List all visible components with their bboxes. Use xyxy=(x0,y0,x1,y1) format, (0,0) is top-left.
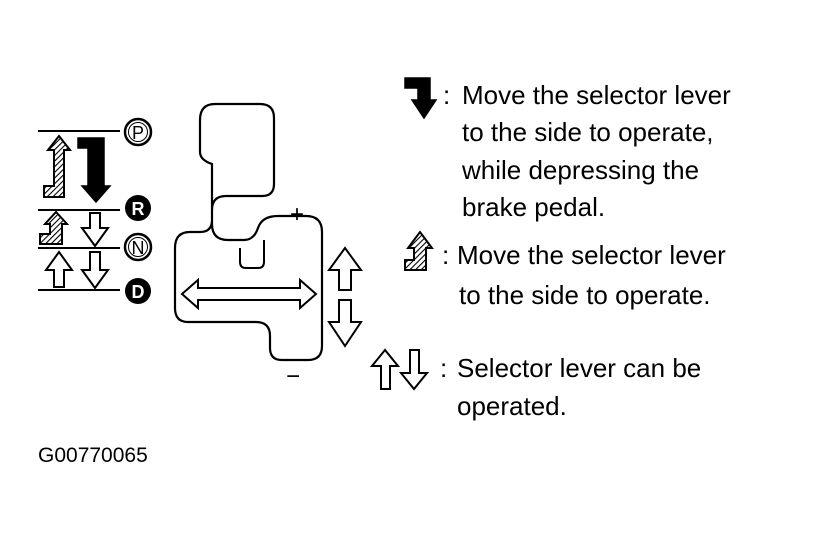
manual-minus-sign: − xyxy=(286,363,300,390)
legend-2-line-1: Move the selector lever xyxy=(457,240,726,270)
position-badge-r: R xyxy=(125,195,151,221)
position-label-r: R xyxy=(132,199,145,219)
position-badge-p: P xyxy=(123,117,153,147)
outline-up-arrow-icon xyxy=(44,250,74,288)
legend-3-line-2: operated. xyxy=(457,391,567,421)
manual-plus-sign: + xyxy=(290,201,304,228)
manual-up-arrow-icon xyxy=(327,246,363,291)
position-label-d: D xyxy=(132,282,145,302)
legend-3-line-1: Selector lever can be xyxy=(457,353,702,383)
figure-id: G00770065 xyxy=(38,444,148,467)
legend-1-line-2: to the side to operate, xyxy=(462,117,714,147)
hatched-bent-up-arrow-icon xyxy=(39,210,70,245)
legend-1-colon: : xyxy=(443,80,451,110)
outline-down-arrow-icon xyxy=(80,251,110,290)
legend-hatched-bent-up-arrow-icon xyxy=(404,230,434,271)
hatched-bent-up-arrow-icon xyxy=(43,134,73,198)
position-label-n: N xyxy=(132,238,145,258)
position-label-p: P xyxy=(132,123,144,143)
legend-1-line-4: brake pedal. xyxy=(462,192,606,222)
legend-3-colon: : xyxy=(440,353,448,383)
legend-2-line-2: to the side to operate. xyxy=(459,280,711,310)
position-badge-d: D xyxy=(125,278,151,304)
legend-2-colon: : xyxy=(442,240,450,270)
shift-gate-outline xyxy=(173,102,324,362)
outline-down-arrow-icon xyxy=(80,212,110,248)
legend-up-down-outline-arrows-icon xyxy=(369,348,430,391)
legend-1-line-1: Move the selector lever xyxy=(462,80,731,110)
legend-solid-bent-down-arrow-icon xyxy=(404,77,438,120)
solid-bent-down-arrow-icon xyxy=(77,137,112,204)
manual-down-arrow-icon xyxy=(327,299,363,348)
position-divider-lines xyxy=(38,130,120,291)
legend-1-line-3: while depressing the xyxy=(462,155,700,185)
position-badge-n: N xyxy=(123,232,153,262)
horizontal-double-arrow-icon xyxy=(180,277,318,311)
